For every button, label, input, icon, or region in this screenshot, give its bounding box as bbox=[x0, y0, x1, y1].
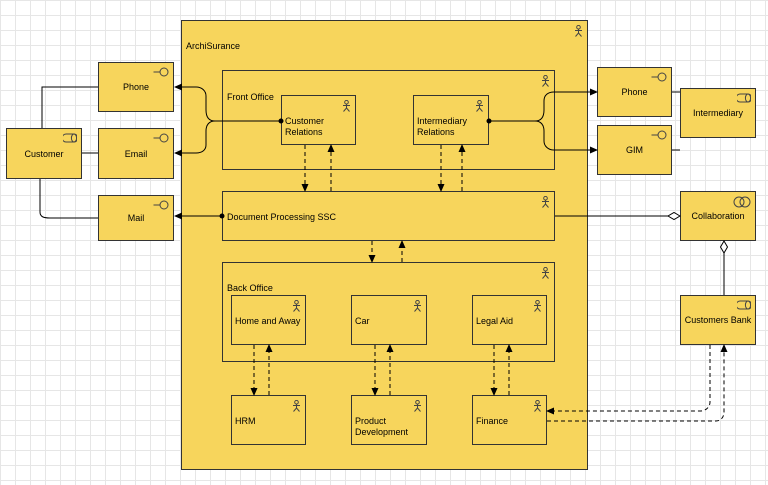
intermediary-relations-label: Intermediary Relations bbox=[417, 116, 468, 137]
customer-role[interactable]: Customer bbox=[6, 128, 82, 179]
front-office-actor[interactable]: Front Office bbox=[222, 70, 555, 170]
customer-mail-link bbox=[39, 179, 98, 219]
intermediary-relations-actor[interactable]: Intermediary Relations bbox=[413, 95, 489, 145]
phone-left-label: Phone bbox=[122, 82, 150, 92]
collaboration[interactable]: Collaboration bbox=[680, 191, 756, 241]
front-office-label: Front Office bbox=[227, 92, 274, 102]
actor-icon bbox=[293, 300, 300, 312]
product-development-actor[interactable]: Product Development bbox=[351, 395, 427, 445]
interface-icon bbox=[651, 72, 667, 82]
customers-bank-label: Customers Bank bbox=[684, 315, 752, 325]
intermediary-label: Intermediary bbox=[692, 108, 744, 118]
customer-label: Customer bbox=[24, 148, 64, 159]
role-icon bbox=[737, 300, 751, 310]
actor-icon bbox=[534, 400, 541, 412]
finance-actor[interactable]: Finance bbox=[472, 395, 547, 445]
mail-interface[interactable]: Mail bbox=[98, 195, 174, 241]
gim-interface[interactable]: GIM bbox=[597, 125, 672, 175]
role-icon bbox=[63, 133, 77, 143]
actor-icon bbox=[414, 400, 421, 412]
email-interface[interactable]: Email bbox=[98, 128, 174, 179]
actor-icon bbox=[476, 100, 483, 112]
role-icon bbox=[737, 93, 751, 103]
customers-bank-role[interactable]: Customers Bank bbox=[680, 295, 756, 345]
document-processing-ssc-label: Document Processing SSC bbox=[227, 212, 337, 222]
home-and-away-label: Home and Away bbox=[235, 316, 301, 326]
car-label: Car bbox=[355, 316, 370, 326]
mail-label: Mail bbox=[127, 213, 145, 223]
legal-aid-label: Legal Aid bbox=[476, 316, 514, 326]
actor-icon bbox=[343, 100, 350, 112]
intermediary-role[interactable]: Intermediary bbox=[680, 88, 756, 138]
document-processing-ssc-actor[interactable]: Document Processing SSC bbox=[222, 191, 555, 241]
car-actor[interactable]: Car bbox=[351, 295, 427, 345]
interface-icon bbox=[153, 133, 169, 143]
customer-phone-link bbox=[41, 86, 98, 128]
interface-icon bbox=[153, 200, 169, 210]
actor-icon bbox=[414, 300, 421, 312]
email-label: Email bbox=[124, 148, 148, 159]
gim-label: GIM bbox=[626, 145, 643, 155]
customer-relations-label: Customer Relations bbox=[285, 116, 325, 137]
actor-icon bbox=[542, 267, 549, 279]
customers-bank-aggregation-diamond bbox=[719, 240, 729, 254]
actor-icon bbox=[542, 196, 549, 208]
actor-icon bbox=[534, 300, 541, 312]
hrm-actor[interactable]: HRM bbox=[231, 395, 306, 445]
phone-right-label: Phone bbox=[621, 87, 648, 97]
collaboration-aggregation-diamond bbox=[667, 211, 681, 221]
customer-relations-actor[interactable]: Customer Relations bbox=[281, 95, 356, 145]
interface-icon bbox=[153, 67, 169, 77]
product-development-label: Product Development bbox=[355, 416, 409, 437]
hrm-label: HRM bbox=[235, 416, 256, 426]
legal-aid-actor[interactable]: Legal Aid bbox=[472, 295, 547, 345]
phone-interface-left[interactable]: Phone bbox=[98, 62, 174, 112]
back-office-label: Back Office bbox=[227, 283, 273, 293]
actor-icon bbox=[293, 400, 300, 412]
finance-label: Finance bbox=[476, 416, 509, 426]
phone-interface-right[interactable]: Phone bbox=[597, 67, 672, 117]
home-and-away-actor[interactable]: Home and Away bbox=[231, 295, 306, 345]
archisurance-label: ArchiSurance bbox=[186, 41, 241, 51]
actor-icon bbox=[575, 25, 582, 37]
collaboration-icon bbox=[733, 196, 751, 208]
actor-icon bbox=[542, 75, 549, 87]
collaboration-label: Collaboration bbox=[691, 211, 745, 221]
interface-icon bbox=[651, 130, 667, 140]
